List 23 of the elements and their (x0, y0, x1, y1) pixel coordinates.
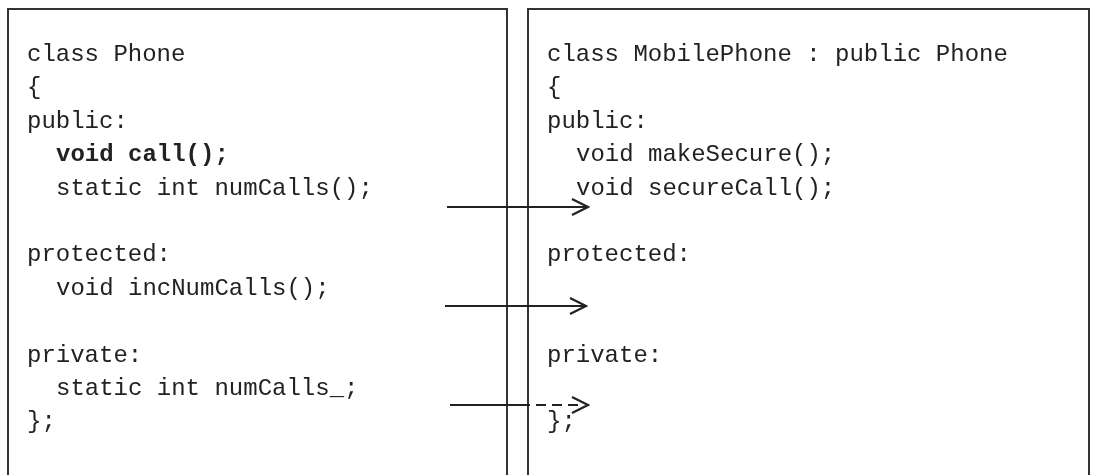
code-line: class Phone (27, 40, 186, 70)
code-line: private: (547, 340, 663, 371)
code-line: }; (27, 407, 56, 438)
code-line: protected: (547, 240, 692, 271)
arrow (449, 395, 590, 415)
code-line: { (547, 73, 562, 104)
class-box (527, 8, 1090, 475)
code-line: }; (547, 407, 576, 438)
code-line: public: (27, 106, 128, 137)
code-line: protected: (27, 240, 172, 271)
code-line: private: (27, 340, 143, 371)
code-line: void makeSecure(); (576, 140, 836, 171)
code-line: { (27, 73, 42, 104)
code-line: void incNumCalls(); (56, 273, 330, 304)
arrow (444, 296, 588, 316)
class-box (7, 8, 508, 475)
code-line: public: (547, 106, 648, 137)
code-line: static int numCalls(); (56, 173, 373, 204)
code-line: static int numCalls_; (56, 374, 359, 404)
code-line: void call(); (56, 140, 229, 171)
arrow (446, 197, 590, 217)
code-line: void secureCall(); (576, 173, 836, 204)
code-line: class MobilePhone : public Phone (547, 40, 1008, 70)
